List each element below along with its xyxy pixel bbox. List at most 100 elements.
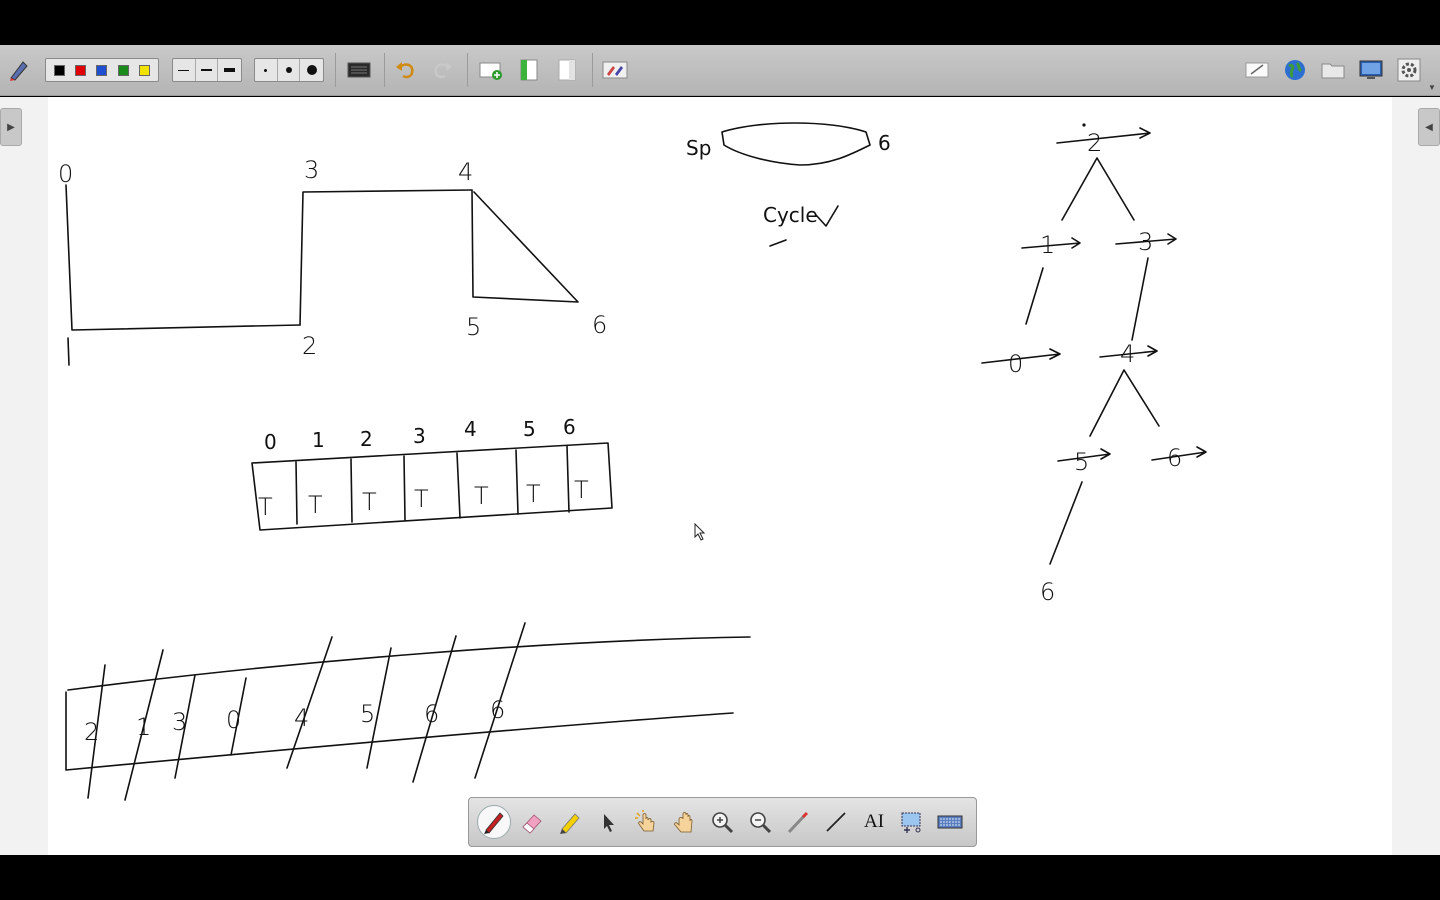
undo-icon[interactable] <box>392 57 418 83</box>
graph-label: 3 <box>304 156 319 184</box>
color-swatch-red[interactable] <box>75 64 87 76</box>
array-index: 6 <box>563 415 576 439</box>
text-tool-button[interactable]: AI <box>855 803 893 841</box>
toolbar-overflow-icon[interactable]: ▼ <box>1428 83 1436 92</box>
line-tool-button[interactable] <box>817 803 855 841</box>
graph-label-1-stroke <box>67 337 70 366</box>
array-index: 2 <box>360 427 373 451</box>
line-width-picker <box>172 58 242 82</box>
array-value: T <box>258 493 273 521</box>
pen-tool-button[interactable] <box>477 805 511 839</box>
array-index: 0 <box>264 430 277 454</box>
toolbar-separator <box>467 53 468 87</box>
background-icon[interactable] <box>346 57 372 83</box>
graph-edge-4-5-6 <box>471 189 579 303</box>
toolbar-separator <box>384 53 385 87</box>
desktop-icon[interactable] <box>1358 57 1384 83</box>
next-page-icon[interactable] <box>554 57 580 83</box>
hand-tool-button[interactable] <box>665 803 703 841</box>
main-toolbar: ▼ <box>0 45 1440 96</box>
queue-value: 6 <box>490 696 505 724</box>
graph-label: 4 <box>458 158 473 186</box>
graph-edge-2-3-4 <box>299 189 473 326</box>
array-value: T <box>308 491 323 519</box>
queue-value: 2 <box>84 718 99 746</box>
array-index: 1 <box>312 428 325 452</box>
graph-edge-0-1-2 <box>65 184 301 331</box>
redo-icon[interactable] <box>430 57 456 83</box>
cycle-note: Sp 6 Cycle <box>686 122 891 247</box>
pointer-icon <box>604 814 614 832</box>
array-index: 3 <box>413 424 426 448</box>
cycle-source-label: Sp <box>686 136 711 160</box>
point-size-large[interactable] <box>300 59 323 81</box>
toolbar-separator <box>592 53 593 87</box>
top-letterbox <box>0 0 1440 45</box>
cycle-target-label: 6 <box>878 131 891 155</box>
bottom-letterbox <box>0 855 1440 900</box>
graph-label: 6 <box>592 311 607 339</box>
color-swatch-black[interactable] <box>54 64 66 76</box>
tree-node: 6 <box>1167 444 1182 472</box>
laser-pointer-icon <box>787 811 809 834</box>
tools-icon[interactable] <box>601 57 629 83</box>
pen-settings-icon[interactable] <box>6 57 32 83</box>
left-palette-toggle[interactable]: ▶ <box>0 108 22 146</box>
color-swatch-green[interactable] <box>117 64 129 76</box>
queue-value: 4 <box>294 704 309 732</box>
laser-tool-button[interactable] <box>779 803 817 841</box>
color-swatch-blue[interactable] <box>96 64 108 76</box>
zoom-out-tool-button[interactable] <box>741 803 779 841</box>
keyboard-icon <box>937 815 963 829</box>
color-swatch-yellow[interactable] <box>138 64 150 76</box>
queue-value: 0 <box>226 706 241 734</box>
mouse-cursor-icon <box>694 523 706 541</box>
cycle-note-label: Cycle <box>763 203 818 227</box>
point-size-medium[interactable] <box>278 59 301 81</box>
keyboard-tool-button[interactable] <box>931 803 969 841</box>
array-index: 5 <box>523 417 536 441</box>
stylus-palette: AI <box>468 797 977 847</box>
zoom-in-tool-button[interactable] <box>703 803 741 841</box>
tree-node: 2 <box>1087 129 1102 157</box>
capture-tool-button[interactable] <box>893 803 931 841</box>
interact-tool-button[interactable] <box>627 803 665 841</box>
visited-array: 0 1 2 3 4 5 6 T T T T T T T <box>251 415 613 531</box>
queue-drawing: 2 1 3 0 4 5 6 6 <box>65 622 751 801</box>
text-icon: AI <box>863 811 885 832</box>
graph-label: 0 <box>58 160 73 188</box>
line-icon <box>826 812 846 832</box>
tree-node: 0 <box>1008 350 1023 378</box>
zoom-out-icon <box>750 812 772 834</box>
array-value: T <box>526 480 541 508</box>
marker-icon <box>560 813 580 834</box>
preferences-icon[interactable] <box>1396 57 1422 83</box>
line-width-thick[interactable] <box>218 59 241 81</box>
line-width-thin[interactable] <box>173 59 196 81</box>
graph-label: 5 <box>466 313 481 341</box>
board-icon[interactable] <box>1244 57 1270 83</box>
queue-value: 3 <box>172 708 187 736</box>
left-gutter <box>0 97 48 855</box>
point-size-small[interactable] <box>255 59 278 81</box>
selector-tool-button[interactable] <box>589 803 627 841</box>
line-width-medium[interactable] <box>196 59 219 81</box>
pen-color-picker <box>45 58 159 82</box>
interact-hand-icon <box>635 810 655 832</box>
dfs-tree: 2 1 3 0 4 5 6 6 <box>981 123 1207 606</box>
zoom-in-icon <box>712 812 734 834</box>
array-value: T <box>362 488 377 516</box>
graph-drawing: 0 3 4 2 5 6 <box>58 156 607 366</box>
array-value: T <box>474 482 489 510</box>
queue-value: 1 <box>136 713 151 741</box>
marker-tool-button[interactable] <box>551 803 589 841</box>
queue-value: 6 <box>424 700 439 728</box>
whiteboard-canvas[interactable] <box>48 97 1392 855</box>
graph-label: 2 <box>302 332 317 360</box>
documents-icon[interactable] <box>1320 57 1346 83</box>
web-icon[interactable] <box>1282 57 1308 83</box>
previous-page-icon[interactable] <box>516 57 542 83</box>
new-page-icon[interactable] <box>477 57 505 83</box>
eraser-tool-button[interactable] <box>513 803 551 841</box>
